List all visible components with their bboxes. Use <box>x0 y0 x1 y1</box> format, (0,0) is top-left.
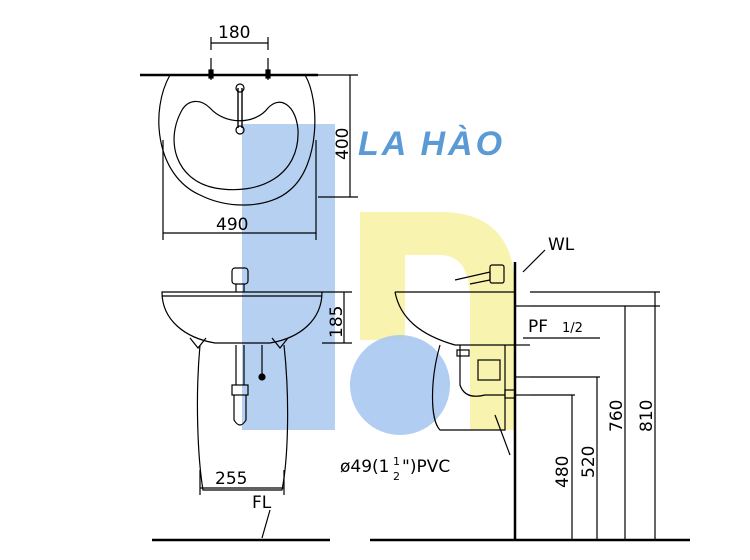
label-floor: FL <box>252 493 272 513</box>
label-pf: PF 1/2 <box>528 317 583 337</box>
dim-height-520: 520 <box>579 446 599 478</box>
front-view <box>152 267 352 542</box>
dim-height-760: 760 <box>607 400 627 432</box>
label-wall: WL <box>548 235 575 255</box>
svg-text:2: 2 <box>393 470 400 483</box>
svg-text:1: 1 <box>393 455 400 468</box>
dim-faucet-spacing: 180 <box>218 23 250 43</box>
watermark-blue-bar <box>242 124 335 430</box>
side-view <box>370 249 690 542</box>
top-view <box>140 37 358 240</box>
label-trap-pvc: ø49(1 1 2 ")PVC <box>340 455 450 483</box>
watermark-yellow-arch <box>360 212 515 430</box>
svg-text:")PVC: ")PVC <box>402 457 450 477</box>
dim-basin-height: 185 <box>327 306 347 338</box>
svg-text:ø49(1: ø49(1 <box>340 457 389 477</box>
svg-text:1/2: 1/2 <box>562 321 583 336</box>
dim-height-480: 480 <box>553 456 573 488</box>
dim-pedestal-width: 255 <box>215 469 247 489</box>
watermark-logo: LA HÀO <box>242 124 515 435</box>
dim-height-810: 810 <box>637 400 657 432</box>
svg-text:PF: PF <box>528 317 548 337</box>
watermark-blue-dot <box>350 335 450 435</box>
dim-width: 490 <box>216 215 248 235</box>
watermark-text: LA HÀO <box>358 125 505 163</box>
dim-depth: 400 <box>333 128 353 160</box>
